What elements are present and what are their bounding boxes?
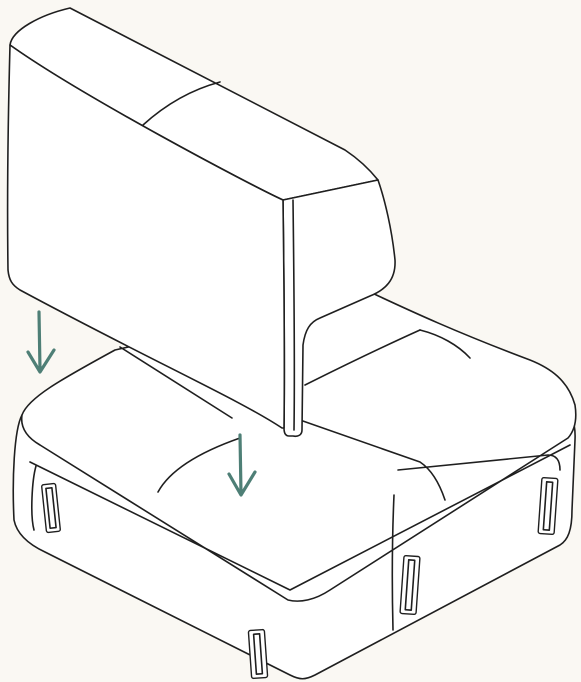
down-arrow-left [28,312,54,372]
handle-center-front [248,630,267,679]
down-arrow-icon [28,312,54,372]
handle-right-side [538,478,558,535]
handle-right-front [400,556,420,615]
